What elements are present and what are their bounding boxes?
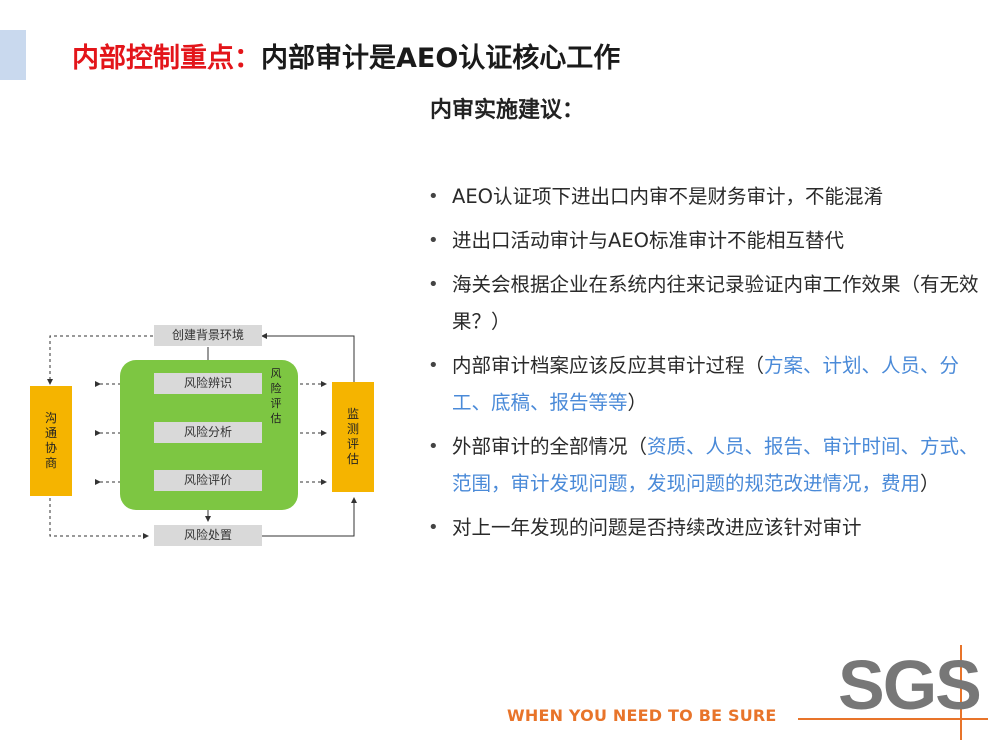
bullet-detail: 资质、人员、报告、审计时间、方式、范围，审计发现问题，发现问题的规范改进情况，费…	[452, 435, 979, 495]
risk-management-diagram: 创建背景环境 风险辨识 风险分析 风险评价 风险处置 风险评估 沟通协商 监测评…	[30, 322, 390, 554]
left-accent-bar	[0, 30, 26, 80]
right-top-connector	[261, 333, 355, 384]
left-bottom-connector	[49, 498, 149, 539]
inner-box-evaluate: 风险评价	[154, 470, 262, 491]
left-top-connector	[47, 335, 153, 385]
title-highlight: 内部控制重点：	[72, 43, 261, 74]
inner-box-analysis: 风险分析	[154, 422, 262, 443]
left-box-communicate: 沟通协商	[30, 386, 72, 496]
top-box: 创建背景环境	[154, 325, 262, 346]
title-main: 内部审计是AEO认证核心工作	[261, 43, 621, 74]
inner-box-identify: 风险辨识	[154, 373, 262, 394]
logo-line-horizontal	[798, 718, 988, 720]
bullet-item: 海关会根据企业在系统内往来记录验证内审工作效果（有无效果？）	[425, 266, 980, 340]
sgs-logo: SGS	[838, 646, 982, 724]
slide-title: 内部控制重点：内部审计是AEO认证核心工作	[72, 36, 620, 75]
risk-assessment-label: 风险评估	[270, 367, 282, 425]
bullet-item: 进出口活动审计与AEO标准审计不能相互替代	[425, 222, 980, 259]
logo-line-vertical	[960, 645, 962, 740]
footer-slogan: WHEN YOU NEED TO BE SURE	[507, 706, 777, 725]
bullet-list: AEO认证项下进出口内审不是财务审计，不能混淆 进出口活动审计与AEO标准审计不…	[425, 178, 980, 553]
right-bottom-connector	[262, 497, 357, 537]
bullet-detail: 方案、计划、人员、分工、底稿、报告等等	[452, 354, 960, 414]
bullet-item: AEO认证项下进出口内审不是财务审计，不能混淆	[425, 178, 980, 215]
bottom-box: 风险处置	[154, 525, 262, 546]
bullet-item: 内部审计档案应该反应其审计过程（方案、计划、人员、分工、底稿、报告等等）	[425, 347, 980, 421]
bullet-item: 对上一年发现的问题是否持续改进应该针对审计	[425, 509, 980, 546]
right-box-monitor: 监测评估	[332, 382, 374, 492]
section-subtitle: 内审实施建议：	[430, 98, 585, 123]
bullet-item: 外部审计的全部情况（资质、人员、报告、审计时间、方式、范围，审计发现问题，发现问…	[425, 428, 980, 502]
